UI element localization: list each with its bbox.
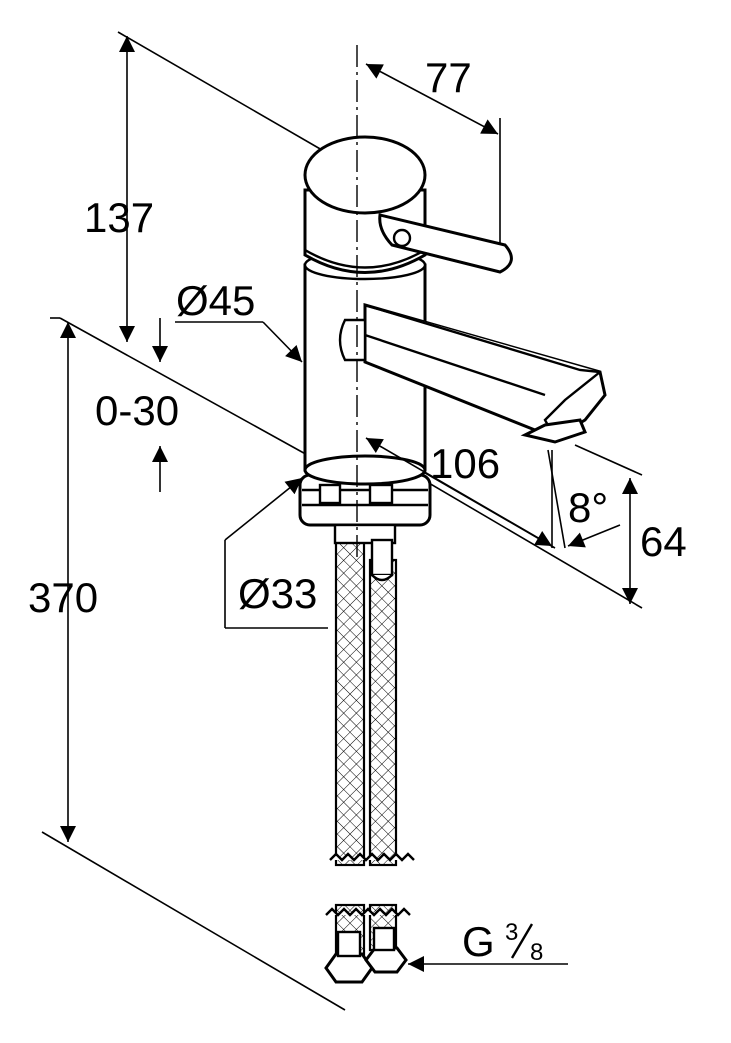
dim-diameter-45: Ø45 (175, 277, 303, 363)
dim-label-d45: Ø45 (176, 277, 255, 324)
faucet-top-cap (303, 135, 427, 274)
dim-label-137: 137 (84, 194, 154, 241)
dim-label-0-30: 0-30 (95, 387, 179, 434)
dim-range-0-30: 0-30 (95, 318, 179, 492)
dim-label-64: 64 (640, 518, 687, 565)
dim-total-370: 370 (28, 322, 98, 842)
dim-height-64: 64 (622, 478, 687, 604)
dim-height-137: 137 (84, 36, 154, 342)
dim-label-370: 370 (28, 574, 98, 621)
dim-handle-77: 77 (365, 54, 499, 135)
thread-denominator: 8 (530, 939, 543, 966)
thread-letter: G (462, 918, 495, 965)
dim-label-77: 77 (425, 54, 472, 101)
spout (338, 303, 607, 444)
dim-angle-8: 8° (547, 449, 621, 549)
dim-spout-106: 106 (365, 437, 553, 548)
dim-label-106: 106 (430, 440, 500, 487)
dim-label-d33: Ø33 (238, 570, 317, 617)
supply-hoses (325, 538, 415, 962)
dim-diameter-33: Ø33 (224, 477, 317, 617)
thread-callout: G 3 8 (408, 918, 568, 972)
lever-handle (378, 213, 513, 274)
thread-numerator: 3 (505, 919, 518, 946)
hose-fittings (324, 926, 408, 984)
dim-label-8deg: 8° (568, 484, 608, 531)
